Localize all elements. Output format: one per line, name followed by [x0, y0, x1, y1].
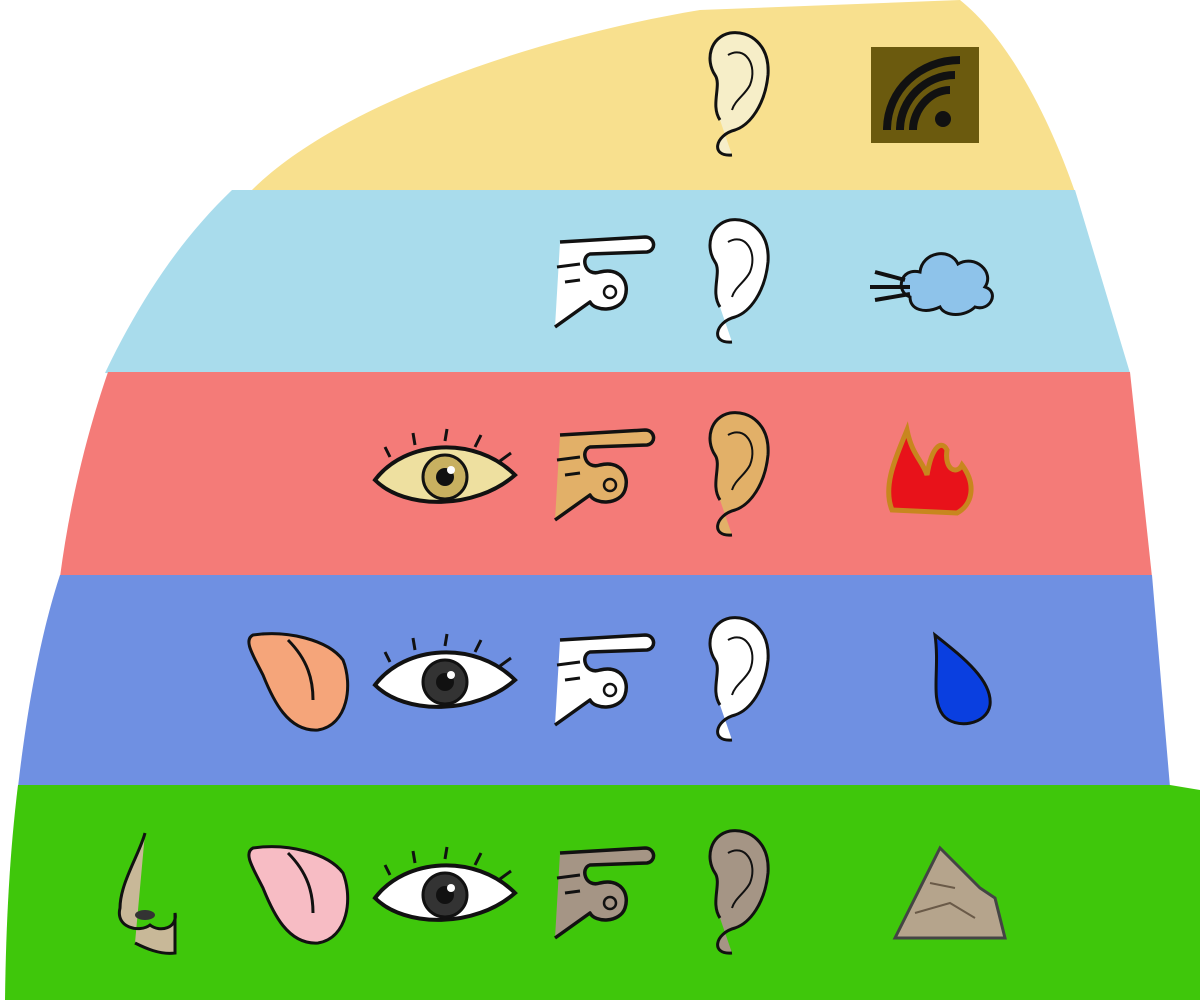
band-ether [250, 0, 1075, 192]
hand-icon [553, 235, 656, 329]
tongue-icon [247, 845, 350, 945]
ear-icon [708, 411, 770, 537]
hand-icon [553, 846, 656, 940]
ear-icon [708, 31, 770, 157]
icons [117, 31, 1007, 955]
ear-icon [708, 829, 770, 955]
earth-icon [892, 845, 1007, 940]
hand-icon [553, 428, 656, 522]
fire-icon [886, 421, 974, 516]
eye-icon [372, 428, 518, 504]
eye-icon [372, 846, 518, 922]
water-icon [932, 631, 992, 726]
nose-icon [117, 832, 177, 955]
ether-icon [871, 47, 979, 143]
air-icon [870, 252, 994, 316]
hand-icon [553, 633, 656, 727]
ear-icon [708, 616, 770, 742]
ear-icon [708, 218, 770, 344]
eye-icon [372, 633, 518, 709]
tongue-icon [247, 632, 350, 732]
